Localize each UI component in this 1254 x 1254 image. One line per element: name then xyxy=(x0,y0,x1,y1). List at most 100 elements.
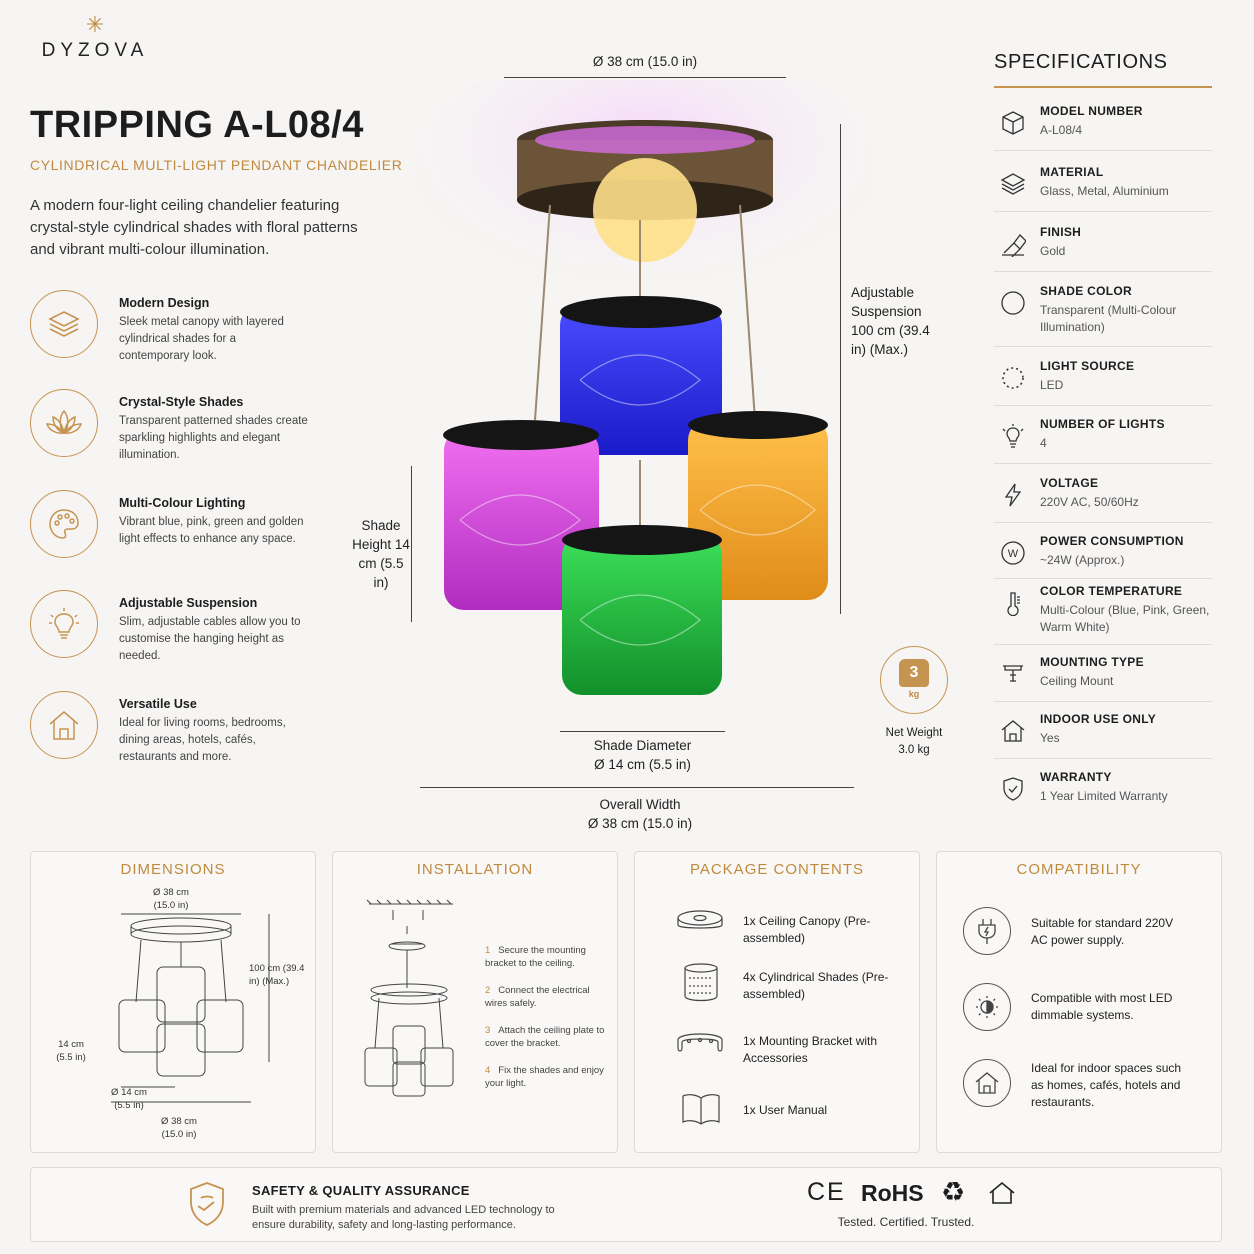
shade-icon xyxy=(684,963,718,1002)
spec-label: COLOR TEMPERATURE xyxy=(1040,584,1183,598)
spec-label: MOUNTING TYPE xyxy=(1040,655,1144,669)
product-description: A modern four-light ceiling chandelier f… xyxy=(30,197,358,258)
home-icon xyxy=(963,1059,1011,1107)
manual-icon xyxy=(682,1094,720,1125)
rohs-mark: RoHS xyxy=(861,1180,924,1206)
feature-body: Slim, adjustable cables allow you to cus… xyxy=(119,616,301,662)
step-text: Connect the electrical wires safely. xyxy=(485,985,590,1009)
overall-width-line xyxy=(420,787,854,788)
brush-icon xyxy=(998,229,1028,259)
feature-title: Versatile Use xyxy=(119,697,197,711)
net-weight-value: 3.0 kg xyxy=(898,744,930,756)
step-number: 1 xyxy=(485,945,491,956)
compatibility-panel: COMPATIBILITY Suitable for standard 220V… xyxy=(936,851,1222,1153)
spec-value: LED xyxy=(1040,378,1064,392)
panel-heading: DIMENSIONS xyxy=(120,861,226,878)
safety-body: Built with premium materials and advance… xyxy=(252,1204,555,1231)
package-item-1: 1x Ceiling Canopy (Pre-assembled) xyxy=(743,914,871,945)
chandelier-line-drawing xyxy=(111,913,270,1103)
shade-height-label: Shade Height 14 cm (5.5 in) xyxy=(352,518,410,590)
installation-drawing xyxy=(364,899,454,1097)
weight-badge: 3 kg xyxy=(880,646,948,714)
spec-value: Ceiling Mount xyxy=(1040,674,1114,688)
home-icon xyxy=(30,691,98,759)
spec-label: WARRANTY xyxy=(1040,770,1112,784)
spec-label: LIGHT SOURCE xyxy=(1040,359,1135,373)
feature-body: Sleek metal canopy with layered cylindri… xyxy=(119,316,284,362)
spec-value: 4 xyxy=(1040,436,1047,450)
panel-heading: COMPATIBILITY xyxy=(1016,861,1142,878)
spec-label: MATERIAL xyxy=(1040,165,1104,179)
specs-rule xyxy=(994,86,1212,88)
feature-body: Vibrant blue, pink, green and golden lig… xyxy=(119,516,304,545)
watt-icon: W xyxy=(998,538,1028,568)
package-panel: PACKAGE CONTENTS 1x Ceiling Canopy (Pre-… xyxy=(634,851,920,1153)
dotted-circle-icon xyxy=(998,363,1028,393)
palette-icon xyxy=(30,490,98,558)
feature-title: Modern Design xyxy=(119,296,210,310)
feature-title: Adjustable Suspension xyxy=(119,596,258,610)
shade-diameter-line xyxy=(560,731,725,732)
compat-item-1: Suitable for standard 220V AC power supp… xyxy=(1031,916,1174,947)
brand-name: DYZOVA xyxy=(41,40,149,61)
spec-value: 1 Year Limited Warranty xyxy=(1040,789,1168,803)
step-text: Secure the mounting bracket to the ceili… xyxy=(485,945,586,969)
step-number: 4 xyxy=(485,1065,491,1076)
layers-icon xyxy=(30,290,98,358)
spec-value: Multi-Colour (Blue, Pink, Green, Warm Wh… xyxy=(1040,603,1210,634)
panel-heading: PACKAGE CONTENTS xyxy=(689,861,865,878)
safety-bar: SAFETY & QUALITY ASSURANCE Built with pr… xyxy=(30,1167,1222,1242)
dim-shade-height-label: 14 cm (5.5 in) xyxy=(56,1039,86,1063)
spec-number-of-lights: NUMBER OF LIGHTS 4 xyxy=(994,417,1212,464)
spec-label: INDOOR USE ONLY xyxy=(1040,712,1157,726)
package-item-3: 1x Mounting Bracket with Accessories xyxy=(743,1034,878,1065)
circle-icon xyxy=(998,288,1028,318)
dimensions-panel: DIMENSIONS Ø 38 cm (15.0 in) 100 cm (39.… xyxy=(30,851,316,1153)
weight-unit: kg xyxy=(908,689,920,699)
product-title: TRIPPING A-L08/4 xyxy=(30,104,364,146)
sparkle-icon: ✳ xyxy=(85,12,105,37)
spec-label: POWER CONSUMPTION xyxy=(1040,534,1184,548)
spec-label: SHADE COLOR xyxy=(1040,284,1132,298)
spec-indoor-use: INDOOR USE ONLY Yes xyxy=(994,712,1212,759)
dim-shade-diameter-label: Ø 14 cm (5.5 in) xyxy=(111,1087,147,1111)
spec-value: Transparent (Multi-Colour Illumination) xyxy=(1040,303,1177,334)
spec-label: MODEL NUMBER xyxy=(1040,104,1143,118)
bulb-icon xyxy=(30,590,98,658)
spec-value: Yes xyxy=(1040,731,1060,745)
feature-title: Multi-Colour Lighting xyxy=(119,496,246,510)
net-weight-label: Net Weight xyxy=(885,727,943,739)
compat-item-3: Ideal for indoor spaces such as homes, c… xyxy=(1031,1061,1182,1109)
layers-icon xyxy=(998,169,1028,199)
feature-body: Transparent patterned shades create spar… xyxy=(119,415,308,461)
package-item-4: 1x User Manual xyxy=(743,1103,828,1117)
top-width-line xyxy=(504,77,786,78)
bulb-icon xyxy=(998,421,1028,451)
dimmer-icon xyxy=(963,983,1011,1031)
kettlebell-icon: 3 xyxy=(899,659,929,687)
thermometer-icon xyxy=(998,588,1028,618)
lotus-icon xyxy=(30,389,98,457)
step-text: Attach the ceiling plate to cover the br… xyxy=(485,1025,605,1049)
overall-width-value: Ø 38 cm (15.0 in) xyxy=(587,816,693,831)
net-weight: Net Weight 3.0 kg xyxy=(870,725,958,759)
shade-diameter-label: Shade Diameter xyxy=(593,738,692,753)
spec-label: NUMBER OF LIGHTS xyxy=(1040,417,1165,431)
spec-shade-color: SHADE COLOR Transparent (Multi-Colour Ill… xyxy=(994,284,1212,347)
cube-icon xyxy=(998,108,1028,138)
suspension-label: Adjustable Suspension 100 cm (39.4 in) (… xyxy=(851,285,930,357)
dim-overall-label: Ø 38 cm (15.0 in) xyxy=(161,1116,197,1140)
shield-icon xyxy=(998,774,1028,804)
overall-width-label: Overall Width xyxy=(599,797,681,812)
